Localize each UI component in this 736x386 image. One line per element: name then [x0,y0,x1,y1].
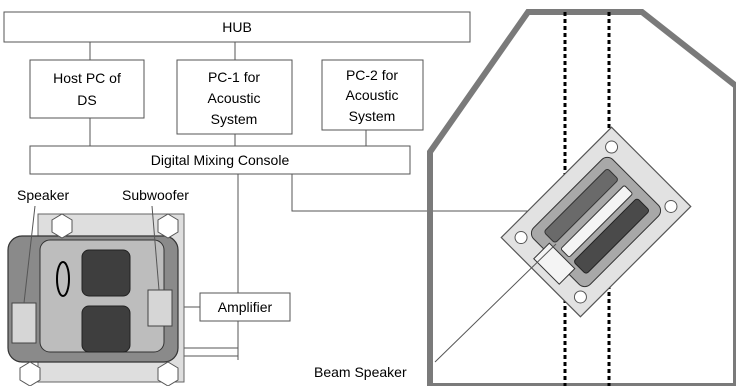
mixing-console-label: Digital Mixing Console [151,152,290,168]
pc1-label-line1: PC-1 for [208,69,260,85]
host-pc-label-line1: Host PC of [53,70,121,86]
host-pc-label-line2: DS [77,92,96,108]
subwoofer-element [147,289,173,327]
mount-bolt-icon [157,213,179,239]
mount-bolt-icon [157,361,179,386]
host-pc-box: Host PC of DS [29,59,145,119]
speaker-unit [7,213,185,386]
driver-upper [81,249,131,297]
pc2-label-line3: System [349,108,396,124]
pc2-label-line2: Acoustic [346,87,399,103]
pc2-label-line1: PC-2 for [346,67,398,83]
beam-speaker [500,126,692,318]
pc2-box: PC-2 for Acoustic System [321,59,424,131]
pc1-label-line2: Acoustic [208,90,261,106]
amplifier-box: Amplifier [199,292,291,322]
octagon-room-outline [427,9,736,386]
mount-bolt-icon [51,213,73,239]
room-plan: Beam Speaker [314,9,736,386]
hub-label: HUB [222,19,252,35]
subwoofer-label: Subwoofer [122,187,189,203]
amplifier-label: Amplifier [218,299,273,315]
port-icon [56,261,70,297]
speaker-element [11,302,37,344]
driver-lower [81,305,131,353]
speaker-label: Speaker [17,187,69,203]
pc1-box: PC-1 for Acoustic System [176,59,293,135]
mount-bolt-icon [19,361,41,386]
beam-speaker-pointer [434,243,557,363]
mixing-console-box: Digital Mixing Console [29,145,411,175]
pc1-label-line3: System [211,111,258,127]
hub-box: HUB [3,11,471,43]
beam-speaker-label: Beam Speaker [314,364,407,380]
